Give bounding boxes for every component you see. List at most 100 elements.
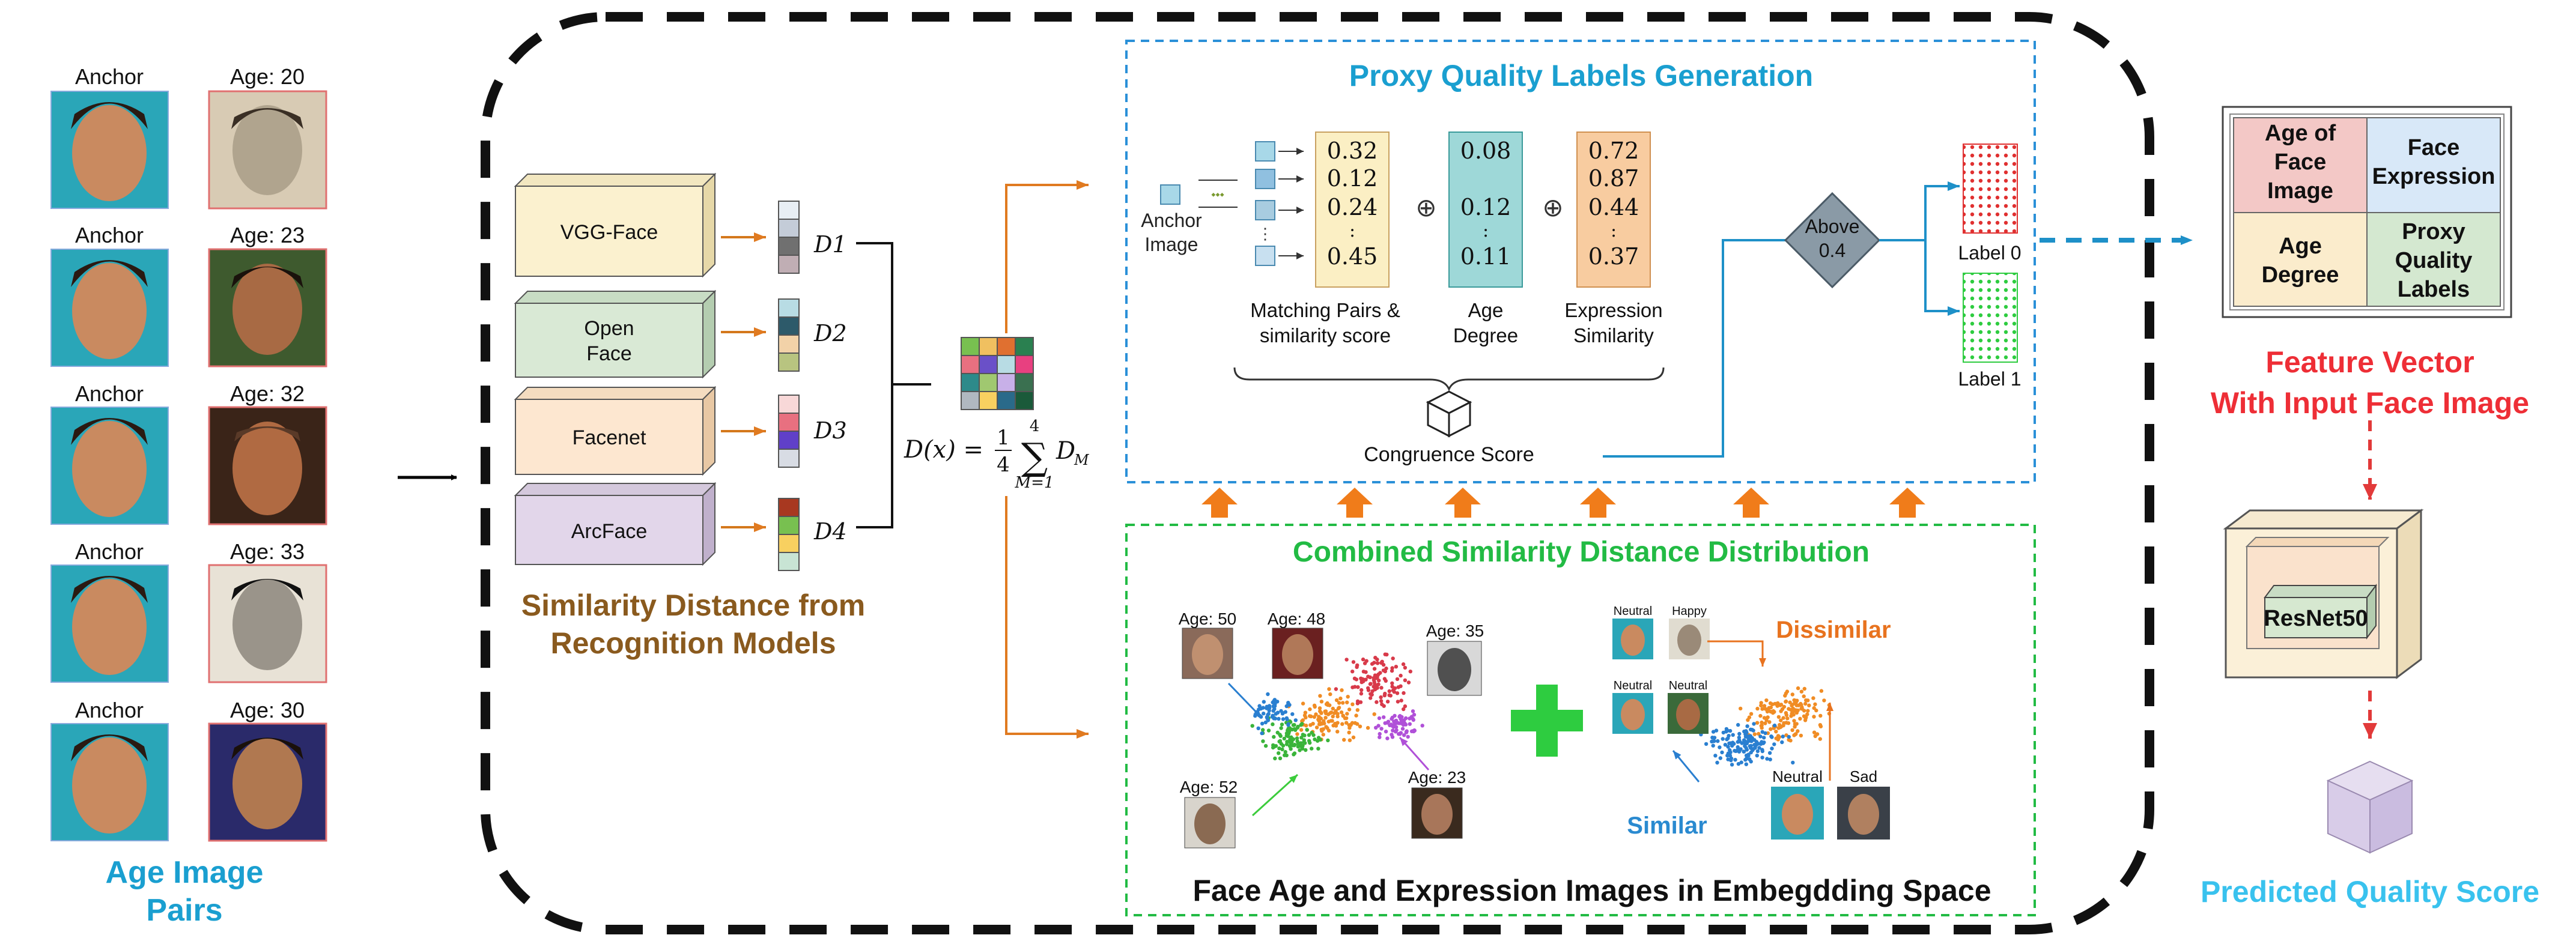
scatter-point	[1314, 712, 1318, 716]
scatter-point	[1711, 730, 1716, 734]
scatter-point	[1772, 742, 1776, 746]
scatter-point	[1355, 708, 1359, 712]
upward-arrows	[1201, 488, 1925, 518]
scatter-point	[1802, 694, 1806, 698]
scatter-point	[1788, 700, 1792, 704]
scatter-point	[1394, 728, 1399, 733]
face-shape	[1848, 794, 1879, 835]
scatter-point	[1383, 721, 1387, 725]
scatter-point	[1776, 703, 1781, 707]
congruence-to-threshold	[1603, 239, 1785, 458]
scatter-point	[1768, 701, 1773, 706]
scatter-point	[1731, 733, 1735, 737]
scatter-point	[1370, 692, 1374, 697]
expr-thumb-label: Neutral	[1614, 679, 1652, 692]
scatter-point	[1402, 691, 1406, 695]
scatter-point	[1403, 704, 1408, 709]
scatter-point	[1394, 718, 1399, 723]
scatter-point	[1284, 753, 1289, 758]
scatter-point	[1308, 707, 1312, 712]
models-caption-line2: Recognition Models	[551, 626, 836, 660]
scatter-point	[1278, 733, 1282, 737]
scatter-point	[1786, 721, 1791, 725]
scatter-point	[1806, 698, 1810, 703]
scatter-point	[1266, 728, 1271, 733]
scatter-point	[1388, 694, 1393, 698]
age-caption-line2: Degree	[1453, 324, 1518, 346]
scatter-point	[1375, 686, 1379, 690]
cell-text: Age of	[2265, 121, 2336, 146]
pair-face-image	[208, 90, 327, 210]
scatter-point	[1358, 724, 1362, 728]
scatter-point	[1253, 713, 1257, 718]
scatter-point	[1781, 716, 1785, 720]
proxy-title: Proxy Quality Labels Generation	[1349, 59, 1813, 92]
anchor-image-icon	[1160, 184, 1180, 205]
scatter-point	[1420, 724, 1424, 728]
scatter-point	[1304, 748, 1308, 752]
pair-face-image	[208, 406, 327, 525]
oplus-symbol: ⊕	[1542, 193, 1563, 222]
scatter-point	[1746, 718, 1750, 722]
scatter-point	[1803, 701, 1808, 706]
scatter-point	[1321, 733, 1325, 737]
scatter-point	[1768, 757, 1772, 761]
scatter-point	[1355, 665, 1359, 670]
svg-text:⋮: ⋮	[1257, 225, 1273, 243]
scatter-point	[1360, 677, 1365, 682]
scatter-point	[1710, 739, 1714, 744]
scatter-point	[1380, 702, 1384, 707]
scatter-point	[1263, 720, 1268, 725]
scatter-point	[1293, 718, 1298, 722]
scatter-point	[1744, 741, 1748, 746]
scatter-point	[1796, 686, 1800, 691]
pair-face-image	[208, 722, 327, 842]
scatter-point	[1321, 727, 1325, 731]
scatter-point	[1375, 661, 1380, 665]
scatter-point	[1791, 760, 1795, 765]
age-thumb-label: Age: 50	[1179, 610, 1237, 628]
scatter-point	[1802, 686, 1806, 691]
scatter-point	[1788, 739, 1793, 743]
scatter-point	[1737, 736, 1742, 740]
scatter-point	[1331, 724, 1335, 728]
matching-score: :	[1349, 220, 1355, 241]
scatter-point	[1295, 739, 1299, 743]
thumb-arrow	[1251, 773, 1299, 817]
scatter-point	[1746, 752, 1751, 757]
scatter-point	[1762, 704, 1767, 708]
scatter-point	[1785, 716, 1790, 721]
congruence-cube-icon	[1426, 390, 1472, 438]
scatter-point	[1400, 719, 1405, 723]
anchor-image-label: Anchor	[1141, 210, 1202, 231]
scatter-point	[1377, 679, 1381, 683]
scatter-point	[1736, 740, 1740, 744]
scatter-point	[1351, 660, 1356, 664]
scatter-point	[1794, 709, 1799, 714]
scatter-point	[1399, 673, 1403, 678]
scatter-point	[1796, 703, 1801, 707]
age-label: Age: 30	[230, 698, 305, 722]
scatter-point	[1366, 674, 1370, 679]
branch-arrow-upper	[1005, 180, 1089, 333]
scatter-point	[1767, 720, 1772, 724]
scatter-point	[1256, 726, 1260, 731]
threshold-diamond	[1784, 192, 1881, 289]
scatter-point	[1372, 661, 1376, 665]
anchor-face-image	[50, 91, 169, 209]
anchor-image-label-line2: Image	[1145, 234, 1198, 255]
scatter-point	[1340, 688, 1344, 692]
face-shape	[1282, 634, 1313, 675]
cell-age-of-face-image	[2233, 117, 2368, 213]
scatter-point	[1784, 711, 1788, 715]
cell-text: Proxy	[2402, 219, 2465, 244]
scatter-point	[1767, 751, 1772, 755]
scatter-point	[1335, 721, 1340, 725]
scatter-point	[1347, 707, 1352, 712]
scatter-point	[1281, 717, 1286, 721]
scatter-point	[1736, 761, 1741, 766]
scatter-point	[1338, 696, 1343, 701]
scatter-point	[1782, 704, 1787, 709]
scatter-point	[1372, 712, 1376, 716]
